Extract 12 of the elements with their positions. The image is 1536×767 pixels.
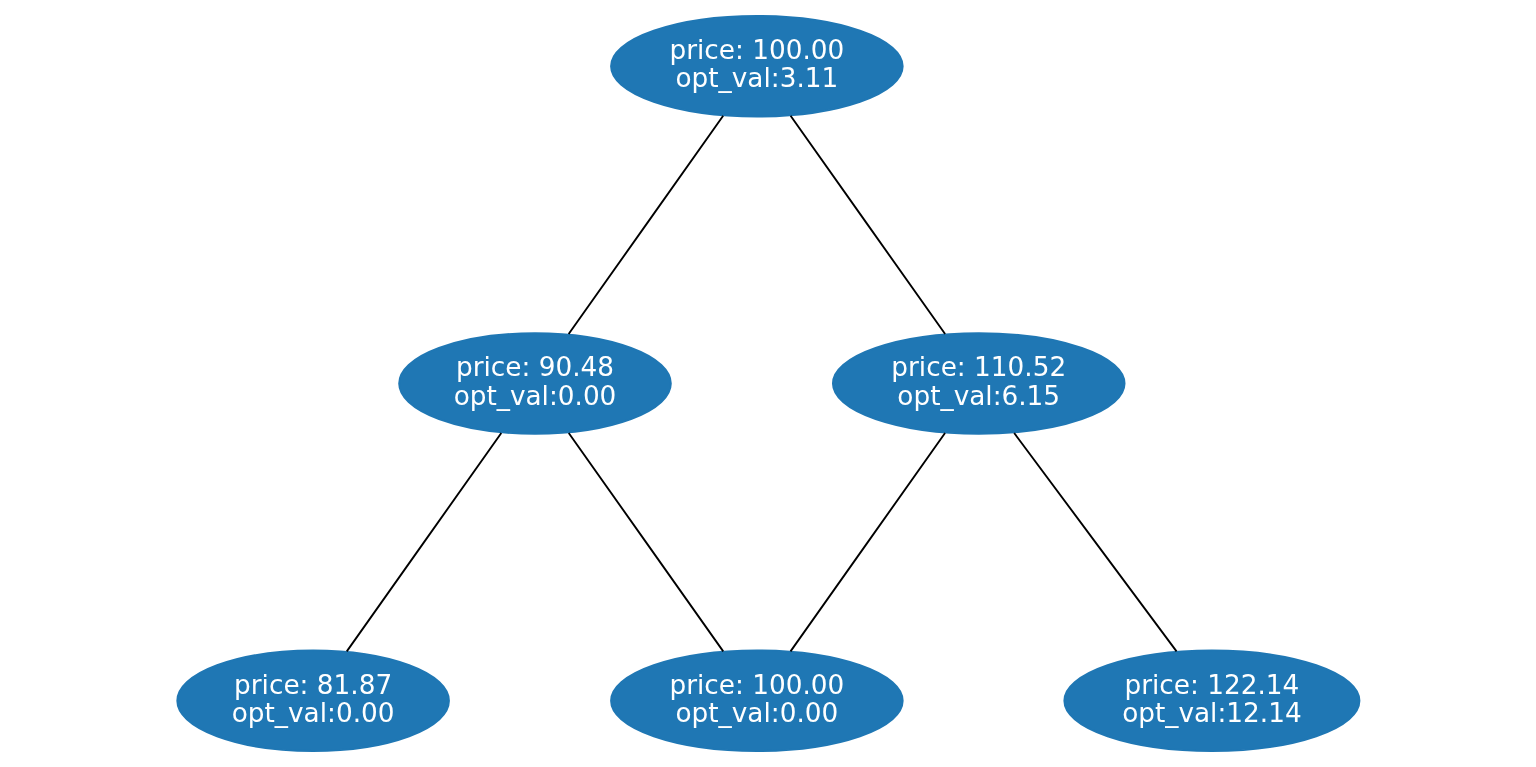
node-ellipse: price: 100.00 opt_val:0.00 — [609, 649, 904, 752]
node-ellipse: price: 122.14 opt_val:12.14 — [1062, 649, 1360, 752]
node-ellipse: price: 110.52 opt_val:6.15 — [831, 332, 1125, 435]
node-ellipse: price: 90.48 opt_val:0.00 — [397, 332, 672, 435]
connector — [789, 114, 946, 335]
node-ellipse: price: 81.87 opt_val:0.00 — [175, 649, 450, 752]
node-ellipse: price: 100.00 opt_val:3.11 — [609, 15, 904, 118]
connector — [567, 432, 724, 653]
connector — [567, 114, 724, 335]
connector — [345, 432, 502, 653]
connector — [789, 432, 946, 653]
connector — [1012, 432, 1177, 653]
